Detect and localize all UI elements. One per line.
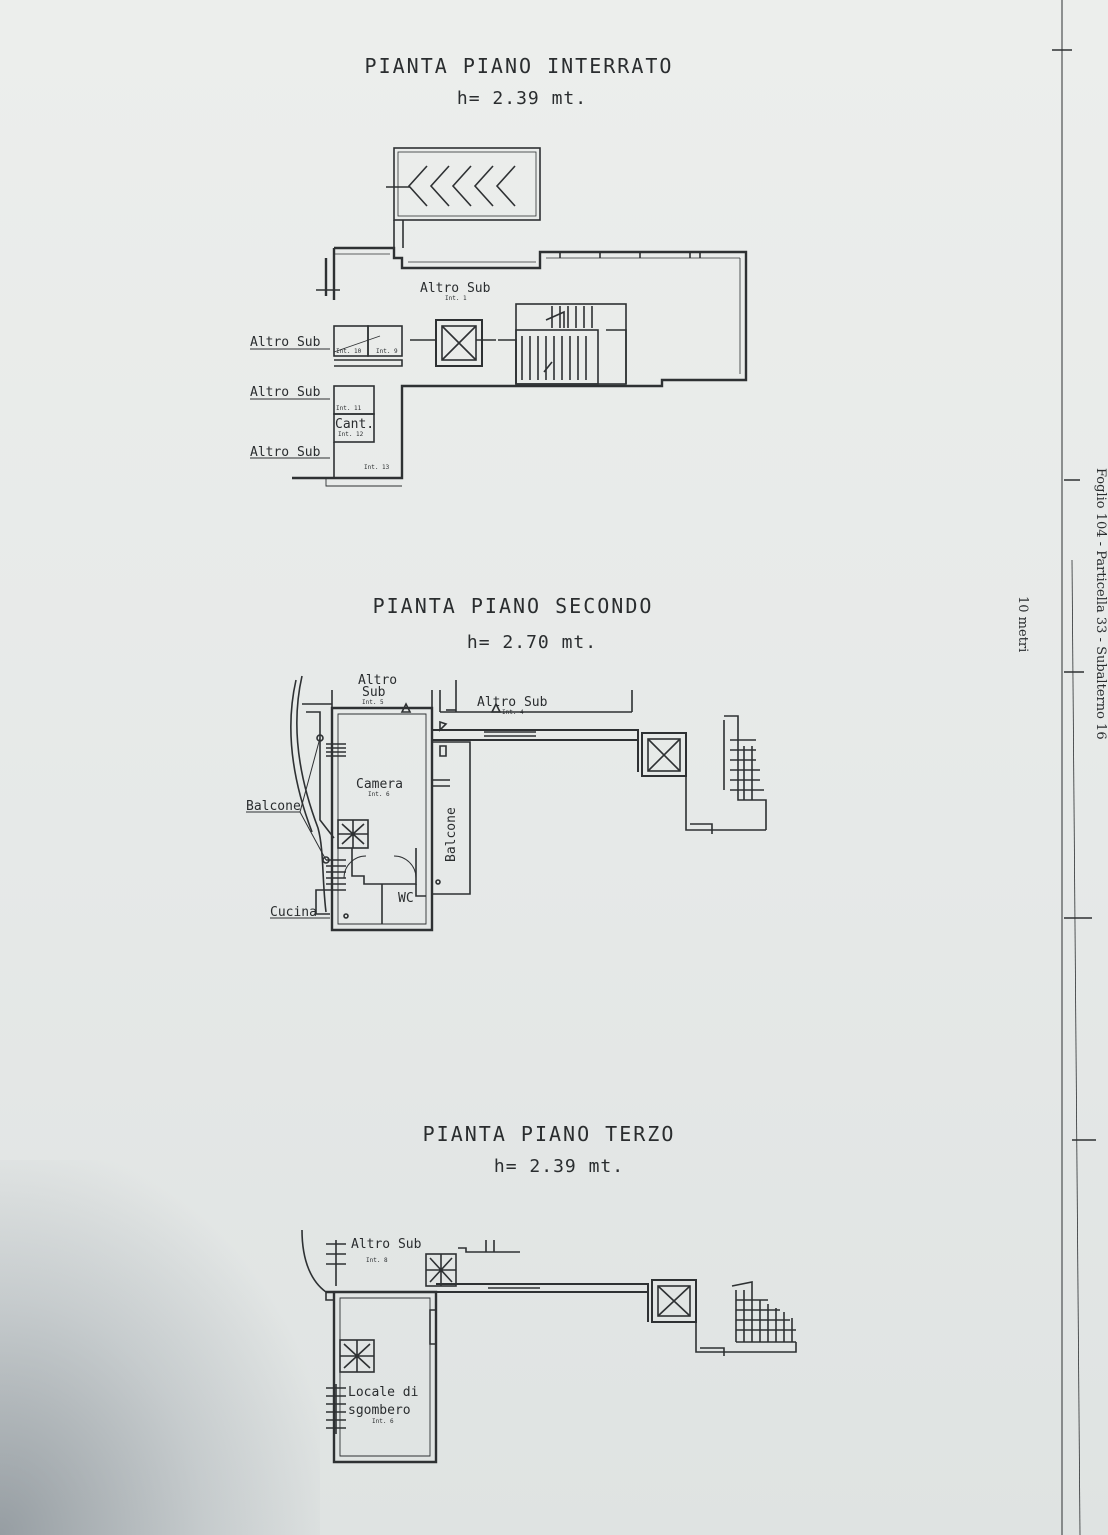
label-int9: Int. 9 <box>376 348 398 355</box>
label-wc: WC <box>398 891 414 906</box>
plan-secondo <box>290 675 767 932</box>
label-altro-sub-int8: Altro Sub <box>351 1237 422 1252</box>
label-altro-sub-b: Altro Sub <box>250 385 321 400</box>
label-int10: Int. 10 <box>336 348 362 355</box>
reference-label: Foglio 104 - Particella 33 - Subalterno … <box>1093 468 1108 740</box>
label-int11: Int. 11 <box>336 405 362 412</box>
label-altro-sub-c: Altro Sub <box>250 445 321 460</box>
height-interrato: h= 2.39 mt. <box>456 88 588 109</box>
label-int6-terzo: Int. 6 <box>372 1418 394 1425</box>
label-sub: Sub <box>362 685 386 700</box>
plan-interrato <box>292 147 748 487</box>
title-terzo: PIANTA PIANO TERZO <box>422 1122 676 1146</box>
label-altro-sub-a: Altro Sub <box>250 335 321 350</box>
label-camera: Camera <box>356 777 403 792</box>
label-int12: Int. 12 <box>338 431 364 438</box>
label-locale-di: Locale di <box>348 1385 418 1400</box>
title-secondo: PIANTA PIANO SECONDO <box>372 594 654 618</box>
label-int5: Int. 5 <box>362 699 384 706</box>
title-interrato: PIANTA PIANO INTERRATO <box>364 54 674 78</box>
plan-terzo <box>301 1229 797 1464</box>
label-sgombero: sgombero <box>348 1403 411 1418</box>
label-cucina: Cucina <box>270 905 317 920</box>
label-int13: Int. 13 <box>364 464 390 471</box>
height-secondo: h= 2.70 mt. <box>466 632 598 653</box>
height-terzo: h= 2.39 mt. <box>493 1156 625 1177</box>
scale-label: 10 metri <box>1015 596 1030 653</box>
label-altro-sub-int4: Altro Sub <box>477 695 548 710</box>
label-balcone-right: Balcone <box>444 807 459 862</box>
label-altro: Altro <box>358 673 397 688</box>
label-int4: Int. 4 <box>502 709 524 716</box>
label-int8: Int. 8 <box>366 1257 388 1264</box>
label-altro-sub-int1: Altro Sub <box>420 281 491 296</box>
label-cant: Cant. <box>335 417 374 432</box>
label-int6-secondo: Int. 6 <box>368 791 390 798</box>
label-int1: Int. 1 <box>445 295 467 302</box>
label-balcone-left: Balcone <box>246 799 301 814</box>
